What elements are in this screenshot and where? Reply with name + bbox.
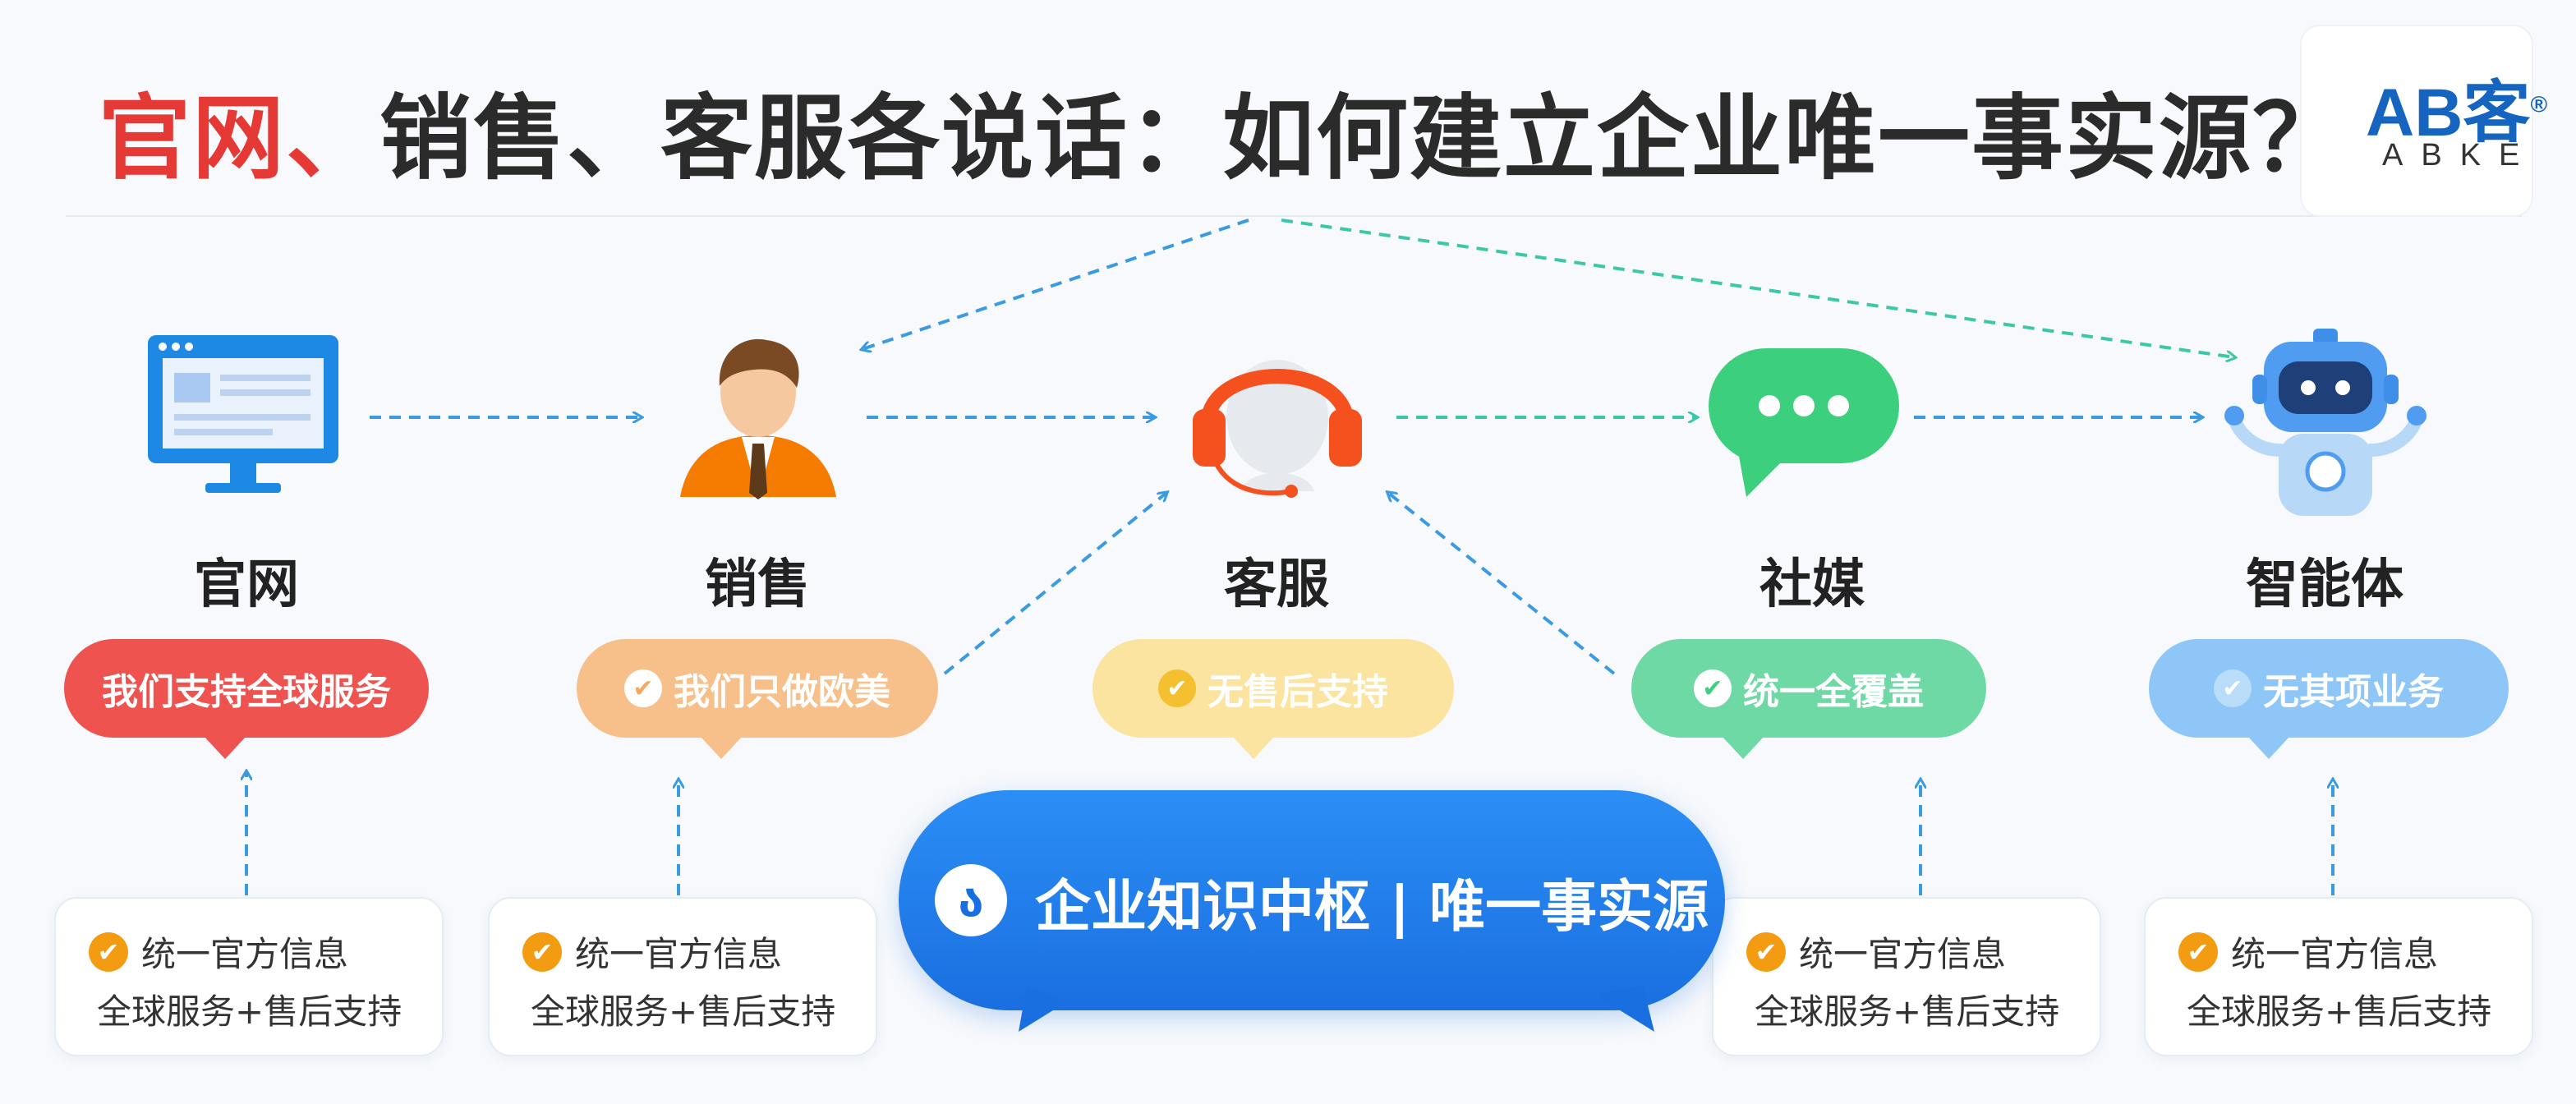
arrow-title-to-agent <box>1281 218 2234 357</box>
node-label-website: 官网 <box>194 554 299 615</box>
info-card-line2: 全球服务+售后支持 <box>97 991 402 1032</box>
info-card-line2: 全球服务+售后支持 <box>1755 991 2060 1032</box>
logo: AB客® <box>2366 58 2547 155</box>
arrow-social-bubble-to-service <box>1388 493 1616 675</box>
info-card-line1: 统一官方信息 <box>141 934 349 974</box>
check-icon: ✔ <box>2178 932 2218 972</box>
info-card-social: ✔ 统一官方信息 全球服务+售后支持 <box>1712 897 2101 1056</box>
arrow-title-to-sales <box>862 218 1249 349</box>
robot-icon <box>2224 329 2426 516</box>
info-card-line2: 全球服务+售后支持 <box>2187 991 2492 1032</box>
info-card-row: ✔ 统一官方信息 <box>1746 927 2006 977</box>
bubble-service-text: 无售后支持 <box>1208 671 1388 713</box>
check-icon: ✔ <box>1746 932 1786 972</box>
logo-card <box>2300 25 2533 217</box>
logo-mark-text: AB客 <box>2366 76 2531 150</box>
logo-subtitle: ABKE <box>2382 138 2538 172</box>
salesperson-icon <box>680 338 836 499</box>
info-card-row: ✔ 统一官方信息 <box>2178 927 2438 977</box>
node-label-sales: 销售 <box>705 554 810 615</box>
info-card-line1: 统一官方信息 <box>575 934 783 974</box>
hub-text: 企业知识中枢 | 唯一事实源 <box>1035 875 1709 940</box>
bubble-tail <box>204 736 246 759</box>
info-card-agent: ✔ 统一官方信息 全球服务+售后支持 <box>2144 897 2533 1056</box>
broken-check-icon: ✔ <box>624 669 662 707</box>
info-card-row: ✔ 统一官方信息 <box>89 927 348 977</box>
hub-logo-icon: ა <box>935 864 1007 936</box>
bubble-website-text: 我们支持全球服务 <box>102 671 391 713</box>
hub-tail-right <box>1594 986 1654 1032</box>
info-card-line1: 统一官方信息 <box>2231 934 2439 974</box>
knowledge-hub <box>899 790 1725 1010</box>
title-highlight: 官网、 <box>99 85 380 192</box>
bubble-tail <box>2247 736 2290 759</box>
title-text: 销售、客服各说话：如何建立企业唯一事实源？ <box>380 85 2346 192</box>
check-icon: ✔ <box>1694 669 1732 707</box>
bubble-social-text: 统一全覆盖 <box>1743 671 1924 713</box>
bubble-tail <box>1232 736 1275 759</box>
bubble-tail <box>700 736 743 759</box>
info-card-sales: ✔ 统一官方信息 全球服务+售后支持 <box>488 897 877 1056</box>
bubble-sales: ✔ 我们只做欧美 <box>577 639 938 759</box>
bubble-service: ✔ 无售后支持 <box>1092 639 1454 759</box>
check-icon: ✔ <box>522 932 562 972</box>
check-icon: ✔ <box>1158 669 1196 707</box>
info-card-line2: 全球服务+售后支持 <box>531 991 836 1032</box>
bubble-agent-text: 无其项业务 <box>2263 671 2444 713</box>
bubble-website: 我们支持全球服务 <box>64 639 429 759</box>
check-icon: ✔ <box>89 932 128 972</box>
check-icon: ✔ <box>2214 669 2252 707</box>
node-label-social: 社媒 <box>1760 554 1865 615</box>
monitor-icon <box>148 335 338 493</box>
node-label-service: 客服 <box>1224 554 1329 615</box>
bubble-sales-text: 我们只做欧美 <box>674 671 890 713</box>
page-title: 官网、销售、客服各说话：如何建立企业唯一事实源？ <box>99 64 2346 197</box>
chat-bubble-icon <box>1709 348 1899 497</box>
bubble-agent: ✔ 无其项业务 <box>2149 639 2509 759</box>
bubble-social: ✔ 统一全覆盖 <box>1631 639 1986 759</box>
headset-icon <box>1193 360 1362 498</box>
hub-tail-left <box>1019 986 1066 1032</box>
info-card-website: ✔ 统一官方信息 全球服务+售后支持 <box>54 897 444 1056</box>
bubble-tail <box>1722 736 1764 759</box>
info-card-row: ✔ 统一官方信息 <box>522 927 782 977</box>
arrow-sales-bubble-to-service <box>943 493 1166 675</box>
title-divider <box>66 215 2522 217</box>
node-label-agent: 智能体 <box>2246 554 2404 615</box>
logo-registered: ® <box>2530 91 2548 117</box>
info-card-line1: 统一官方信息 <box>1799 934 2007 974</box>
